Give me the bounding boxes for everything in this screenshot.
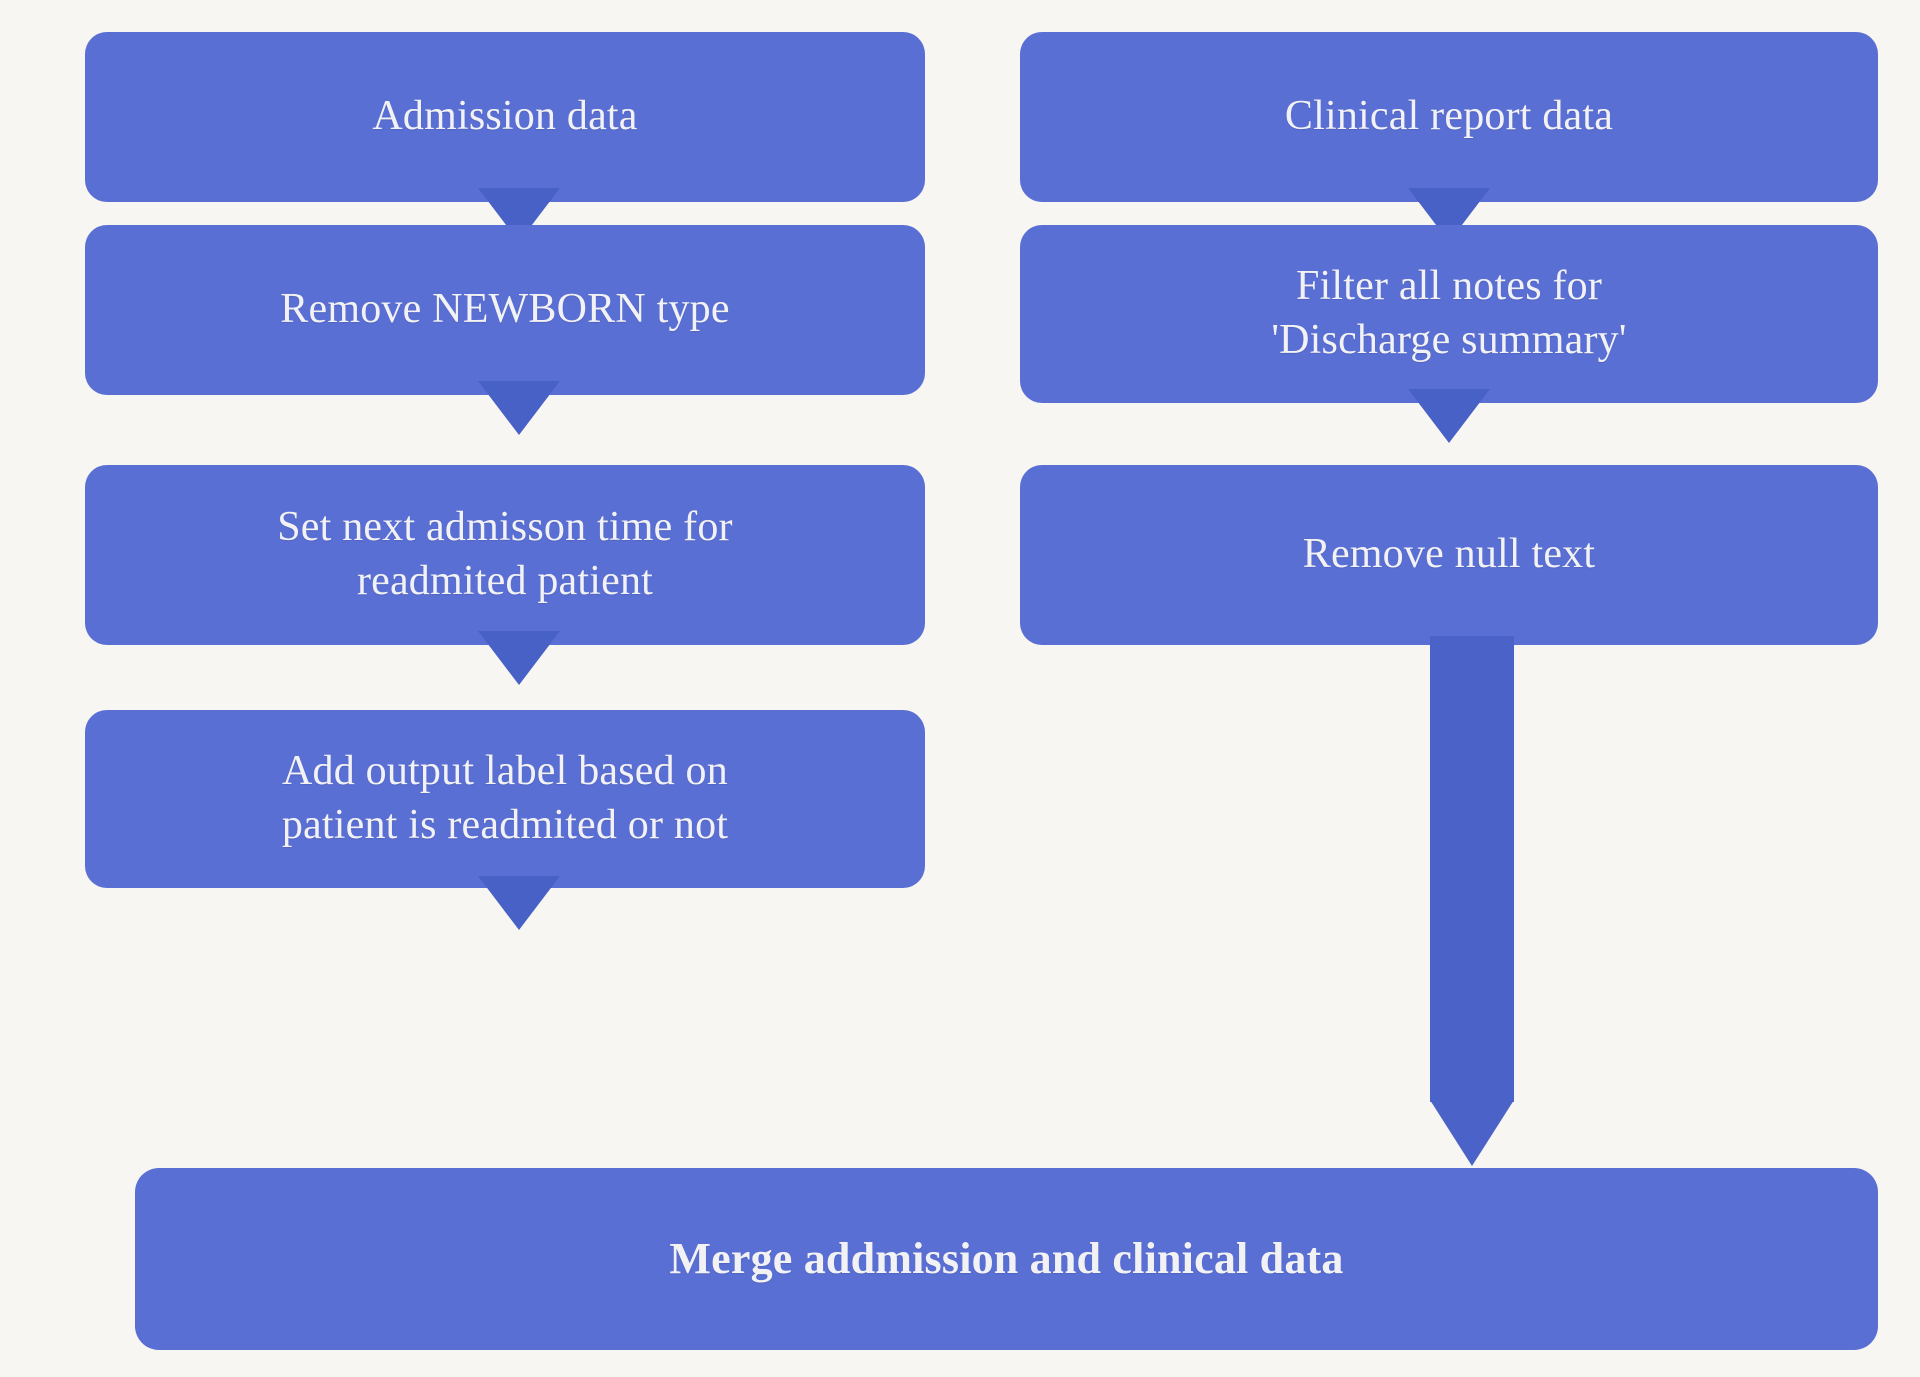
node-add-output-label[interactable]: Add output label based on patient is rea… [85, 710, 925, 888]
arrow-shaft [1430, 636, 1514, 1102]
node-label: Remove NEWBORN type [280, 286, 730, 333]
node-label: Merge addmission and clinical data [669, 1233, 1344, 1283]
node-set-next-admission-time[interactable]: Set next admisson time for readmited pat… [85, 465, 925, 645]
arrow-nexttime-to-outputlabel [478, 631, 560, 685]
node-label: Add output label based on patient is rea… [281, 748, 729, 848]
node-label: Filter all notes for 'Discharge summary' [1271, 263, 1627, 363]
arrow-removenull-to-merge [1430, 636, 1514, 1166]
node-remove-newborn-type[interactable]: Remove NEWBORN type [85, 225, 925, 395]
node-label: Clinical report data [1284, 93, 1614, 140]
node-label: Set next admisson time for readmited pat… [277, 504, 733, 604]
node-remove-null-text[interactable]: Remove null text [1020, 465, 1878, 645]
arrow-outputlabel-to-merge [478, 876, 560, 930]
node-label: Admission data [372, 93, 638, 140]
node-label: Remove null text [1302, 531, 1596, 578]
node-filter-discharge-summary[interactable]: Filter all notes for 'Discharge summary' [1020, 225, 1878, 403]
arrow-head-icon [1430, 1100, 1514, 1166]
arrow-newborn-to-nexttime [478, 381, 560, 435]
node-clinical-report-data[interactable]: Clinical report data [1020, 32, 1878, 202]
arrow-filter-to-removenull [1408, 389, 1490, 443]
node-merge-admission-clinical[interactable]: Merge addmission and clinical data [135, 1168, 1878, 1350]
node-admission-data[interactable]: Admission data [85, 32, 925, 202]
